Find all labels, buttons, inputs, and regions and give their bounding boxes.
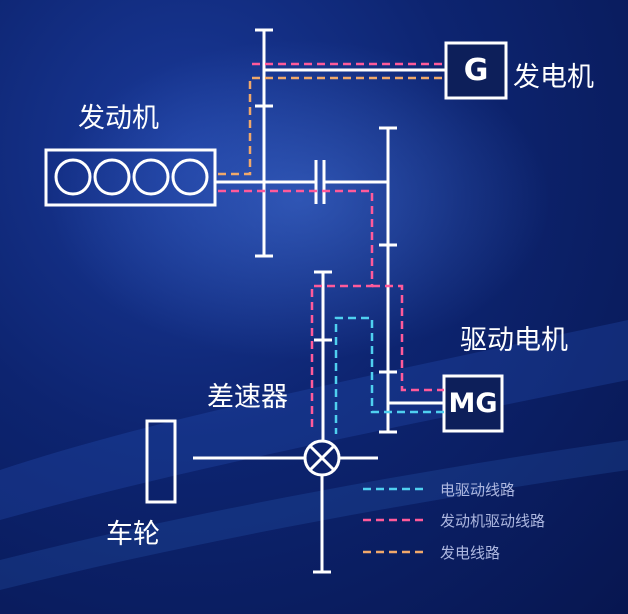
engine-block (44, 148, 217, 207)
background-glow (50, 40, 550, 360)
generator-box-label: G (463, 53, 489, 88)
engine-cylinder (171, 158, 209, 196)
background-swoosh (0, 320, 628, 520)
engine-cylinder (93, 158, 131, 196)
legend-label-electric: 电驱动线路 (440, 481, 516, 499)
engine-cylinder (54, 158, 92, 196)
engine-cylinder (132, 158, 170, 196)
electric-drive-path (334, 316, 444, 434)
generator-box (444, 41, 508, 100)
wheel-label: 车轮 (106, 519, 160, 550)
motor-box-label: MG (448, 388, 498, 419)
generator-label: 发电机 (513, 62, 594, 93)
legend-label-engine: 发动机驱动线路 (440, 512, 546, 530)
differential-label: 差速器 (207, 382, 288, 413)
drive-motor-label: 驱动电机 (460, 325, 568, 356)
legend-label-generation: 发电线路 (440, 544, 501, 562)
generation-path (218, 76, 446, 176)
engine-label: 发动机 (78, 103, 159, 134)
engine-drive-path (218, 62, 446, 432)
motor-box (442, 374, 504, 433)
background-swoosh (0, 440, 628, 590)
mechanical-structure (44, 28, 508, 574)
wheel-shape (145, 419, 177, 504)
